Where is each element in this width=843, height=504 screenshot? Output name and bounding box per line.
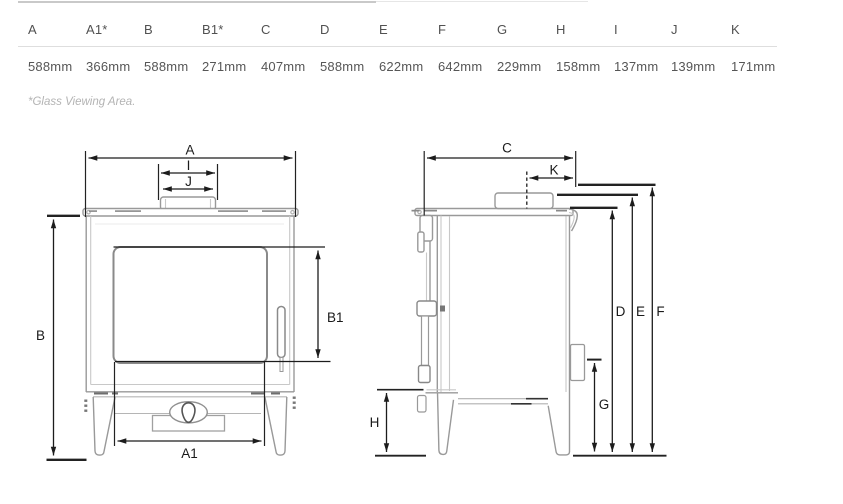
dim-label-a1: A1: [181, 446, 198, 461]
col-header: H: [556, 22, 566, 37]
dim-label-b1: B1: [327, 310, 344, 325]
dim-label-c: C: [502, 141, 512, 156]
col-value: 588mm: [144, 59, 189, 74]
dim-E: E: [557, 193, 645, 453]
col-value: 642mm: [438, 59, 483, 74]
col-value: 271mm: [202, 59, 247, 74]
flue-collar-front: [159, 196, 217, 211]
air-control-knob: [151, 400, 226, 432]
dim-B: B: [36, 214, 87, 461]
dim-label-h: H: [370, 415, 380, 430]
dim-K: K: [526, 163, 574, 209]
col-header: A: [28, 22, 37, 37]
col-header: K: [731, 22, 740, 37]
top-plate-side: [411, 207, 579, 232]
rear-boss: [569, 343, 586, 382]
legs-front: [92, 396, 288, 456]
col-value: 366mm: [86, 59, 131, 74]
door-handle-front: [276, 305, 286, 372]
col-header: D: [320, 22, 330, 37]
col-header: I: [614, 22, 618, 37]
dim-I: I: [157, 158, 219, 200]
top-rule-dark: [18, 1, 376, 3]
legs-side: [436, 392, 571, 456]
col-value: 622mm: [379, 59, 424, 74]
dim-label-d: D: [616, 304, 626, 319]
dim-A1: A1: [113, 362, 266, 461]
dim-label-i: I: [187, 158, 191, 173]
side-view-drawing: C K D E F: [370, 141, 667, 457]
dim-H: H: [370, 388, 426, 457]
dim-D: D: [570, 206, 626, 453]
flue-collar-side: [494, 192, 554, 210]
col-header: A1*: [86, 22, 108, 37]
col-value: 407mm: [261, 59, 306, 74]
door-handle-side: [416, 300, 438, 413]
dim-J: J: [162, 174, 214, 192]
dim-label-b: B: [36, 328, 45, 343]
dim-C: C: [423, 141, 577, 216]
dim-A: A: [84, 143, 297, 217]
col-header: B1*: [202, 22, 224, 37]
col-value: 137mm: [614, 59, 659, 74]
dim-F: F: [578, 183, 665, 453]
dim-label-k: K: [549, 163, 558, 178]
dim-label-a: A: [185, 143, 194, 158]
bottom-shield: [425, 389, 548, 405]
dim-G: G: [587, 358, 610, 452]
dim-label-e: E: [636, 304, 645, 319]
dim-label-g: G: [599, 397, 610, 412]
dim-label-f: F: [656, 304, 664, 319]
col-value: 139mm: [671, 59, 716, 74]
dim-B1: B1: [113, 246, 344, 363]
col-header: C: [261, 22, 271, 37]
col-header: E: [379, 22, 388, 37]
stove-body-front: [84, 216, 296, 412]
col-value: 158mm: [556, 59, 601, 74]
dim-label-j: J: [185, 174, 192, 189]
col-header: J: [671, 22, 678, 37]
col-value: 588mm: [320, 59, 365, 74]
front-view-drawing: A I J B: [36, 143, 344, 462]
stove-body-side: [565, 215, 571, 452]
col-value: 229mm: [497, 59, 542, 74]
col-value: 171mm: [731, 59, 776, 74]
door-edge-side: [417, 214, 451, 392]
door-glass: [112, 246, 268, 364]
header-divider: [18, 46, 777, 47]
col-header: F: [438, 22, 447, 37]
glass-viewing-area-footnote: *Glass Viewing Area.: [28, 96, 136, 108]
col-header: G: [497, 22, 508, 37]
top-plate-front: [82, 207, 299, 217]
top-rule-light: [376, 1, 588, 2]
col-header: B: [144, 22, 153, 37]
col-value: 588mm: [28, 59, 73, 74]
